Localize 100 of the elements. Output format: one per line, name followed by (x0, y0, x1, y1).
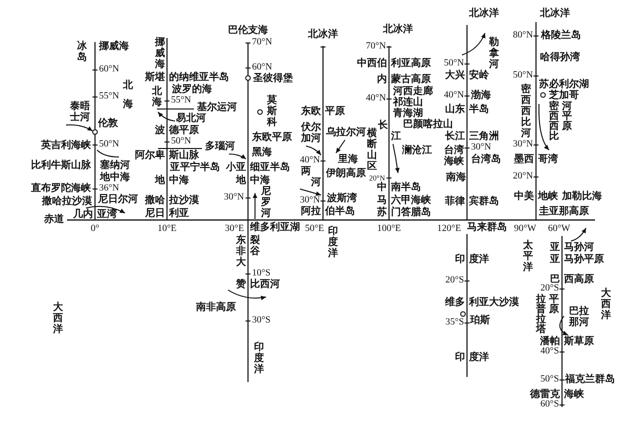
place-name: 波德平原 (155, 126, 199, 136)
equator-label: 赤道 (44, 215, 64, 225)
place-name: 圭亚那高原 (539, 207, 589, 217)
place-name: 北海 (152, 86, 162, 108)
latitude-label: 60°N (99, 65, 120, 75)
place-name: 印度洋 (328, 226, 338, 259)
place-name: 黑海 (252, 148, 272, 158)
place-name: 北冰洋 (469, 9, 499, 19)
place-name: 挪威海 (99, 42, 129, 52)
latitude-label: 50°N (171, 137, 192, 147)
place-name: 苏门答腊岛 (377, 208, 431, 218)
place-name: 巴伦支海 (228, 26, 268, 36)
place-name: 乌拉尔河 (326, 128, 366, 138)
place-name: 冰岛 (77, 41, 87, 63)
place-name: 维多利亚大沙漠 (445, 298, 519, 308)
place-name: 苏必利尔湖 (539, 80, 589, 90)
place-name: 马来群岛 (467, 223, 507, 233)
place-name: 亚马孙平原 (550, 255, 604, 265)
place-name: 赞比西河 (236, 280, 280, 290)
place-name: 长江 (378, 120, 401, 142)
place-name: 南非高原 (196, 303, 236, 313)
place-name: 芝加哥 (549, 91, 579, 101)
place-name: 北冰洋 (383, 25, 413, 35)
place-name: 密西西比河 (521, 84, 531, 139)
place-name: 拉普拉塔平原 (536, 295, 559, 335)
place-name: 潘帕斯草原 (540, 337, 594, 347)
place-name: 大西洋 (53, 302, 63, 335)
place-name: 地中海 (100, 173, 130, 183)
place-name: 两河 (301, 166, 321, 188)
latitude-label: 50°N (444, 59, 464, 69)
place-name: 台湾岛 (471, 155, 501, 165)
place-name: 印度洋 (455, 255, 489, 265)
place-name: 尼日利亚 (145, 209, 189, 219)
place-name: 阿尔卑斯山脉 (135, 151, 199, 161)
place-name: 山东半岛 (445, 105, 489, 115)
place-name: 河西走廊 (393, 87, 433, 97)
longitude-label: 50°E (305, 225, 324, 234)
place-name: 伏尔加河 (301, 122, 321, 144)
latitude-label: 30°N (471, 143, 492, 153)
place-name: 勒拿河 (489, 37, 499, 70)
place-name: 珀斯 (470, 316, 490, 326)
place-name: 印度洋 (254, 342, 264, 375)
latitude-label: 40°N (444, 91, 464, 101)
place-name: 东欧平原 (301, 107, 345, 117)
latitude-label: 35°S (445, 318, 464, 328)
longitude-label: 90°W (514, 225, 536, 234)
latitude-label: 30°N (300, 196, 320, 206)
place-name: 地中海 (236, 176, 270, 186)
place-name: 南海 (446, 173, 466, 183)
place-name: 亚马孙河 (550, 243, 594, 253)
place-name: 中美地峡 (514, 192, 558, 202)
place-name: 直布罗陀海峡 (31, 184, 91, 194)
place-name: 内蒙古高原 (377, 75, 431, 85)
latitude-label: 30°S (252, 316, 271, 326)
latitude-label: 55°N (171, 96, 192, 106)
place-name: 哈得孙湾 (540, 53, 580, 63)
place-name: 渤海 (471, 91, 491, 101)
latitude-label: 40°N (366, 94, 386, 104)
latitude-label: 60°N (252, 63, 272, 72)
place-name: 维多利亚湖 (250, 223, 300, 233)
place-name: 伦敦 (98, 119, 118, 129)
longitude-label: 100°E (377, 225, 401, 234)
place-name: 小亚细亚半岛 (226, 163, 290, 173)
latitude-label: 10°S (252, 269, 271, 278)
place-name: 基尔运河 (197, 103, 237, 113)
place-name: 东非大裂谷 (236, 235, 260, 268)
place-name: 斯堪的纳维亚半岛 (145, 73, 229, 83)
longitude-label: 10°E (157, 225, 177, 234)
place-name: 澜沧江 (402, 146, 432, 156)
place-name: 亚平宁半岛 (170, 163, 220, 173)
longitude-label: 30°E (224, 225, 244, 234)
place-name: 祁连山 (393, 98, 423, 108)
place-name: 中南半岛 (377, 183, 421, 193)
place-name: 撒哈拉沙漠 (145, 196, 199, 206)
place-name: 北冰洋 (308, 30, 338, 40)
place-name: 泰晤士河 (70, 101, 90, 123)
place-name: 几内亚湾 (73, 210, 117, 220)
latitude-label: 20°S (540, 284, 559, 294)
place-name: 阿拉伯半岛 (301, 207, 355, 217)
latitude-label: 50°N (512, 71, 533, 81)
place-name: 长江三角洲 (445, 132, 499, 142)
place-name: 地中海 (155, 176, 189, 186)
place-name: 巴拉那河 (569, 306, 589, 328)
place-name: 里海 (338, 155, 358, 165)
place-name: 菲律宾群岛 (445, 197, 499, 207)
place-name: 波罗的海 (172, 85, 212, 95)
place-name: 伊朗高原 (326, 169, 366, 179)
place-name: 福克兰群岛 (565, 375, 615, 385)
latitude-label: 20°S (445, 276, 464, 286)
longitude-label: 120°E (437, 225, 461, 234)
place-name: 印度洋 (455, 353, 489, 363)
place-name: 比利牛斯山脉 (31, 161, 91, 171)
place-name: 易北河 (176, 114, 206, 124)
latitude-label: 55°N (99, 92, 120, 102)
place-name: 北冰洋 (540, 9, 570, 19)
place-name: 塞纳河 (100, 161, 130, 171)
place-name: 东欧平原 (252, 133, 292, 143)
latitude-label: 80°N (512, 31, 533, 41)
place-name: 墨西哥湾 (514, 155, 558, 165)
place-name: 青海湖 (393, 109, 423, 119)
